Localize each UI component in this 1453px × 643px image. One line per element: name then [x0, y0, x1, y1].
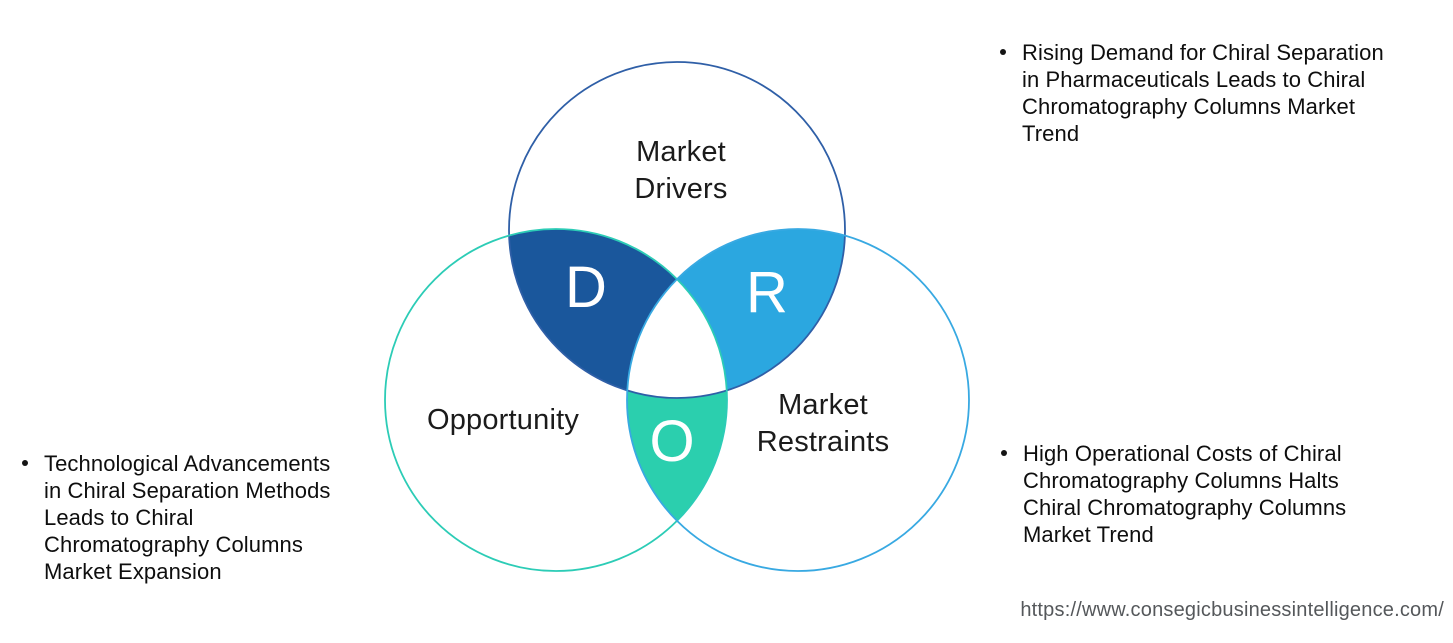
intersection-drivers-restraints	[627, 229, 845, 398]
opportunity-circle-label: Opportunity	[426, 404, 580, 436]
opportunity-note: Technological Advancements in Chiral Sep…	[22, 450, 382, 585]
restraints-circle-outline	[626, 228, 970, 572]
drivers-circle-label: Market Drivers	[634, 136, 728, 205]
opportunity-note-text: Technological Advancements in Chiral Sep…	[44, 451, 331, 584]
opportunity-circle-outline	[384, 228, 728, 572]
letter-d: D	[565, 255, 607, 320]
drivers-note-text: Rising Demand for Chiral Separation in P…	[1022, 40, 1384, 146]
bullet-icon	[1000, 49, 1006, 55]
bullet-icon	[22, 460, 28, 466]
letter-r: R	[746, 260, 788, 325]
restraints-note-text: High Operational Costs of Chiral Chromat…	[1023, 441, 1347, 547]
restraints-note: High Operational Costs of Chiral Chromat…	[1001, 440, 1401, 548]
restraints-circle-label: Market Restraints	[756, 389, 890, 458]
intersection-drivers-opportunity	[509, 229, 727, 398]
drivers-note: Rising Demand for Chiral Separation in P…	[1000, 39, 1430, 147]
bullet-icon	[1001, 450, 1007, 456]
drivers-circle-outline	[508, 61, 846, 399]
letter-o: O	[649, 409, 695, 474]
source-url[interactable]: https://www.consegicbusinessintelligence…	[1020, 599, 1444, 621]
